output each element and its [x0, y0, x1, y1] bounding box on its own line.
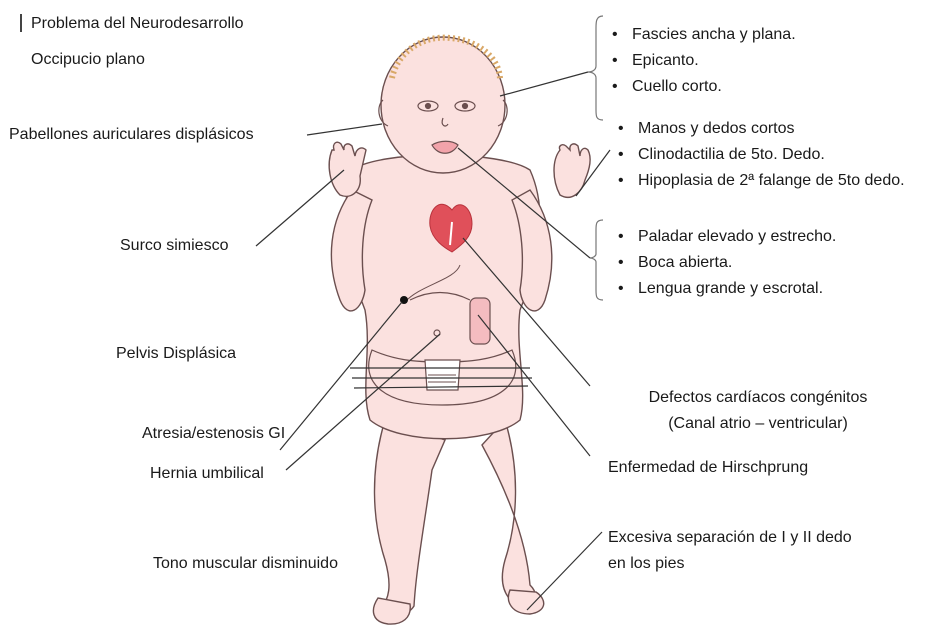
mouth-features-list: Paladar elevado y estrecho. Boca abierta… — [614, 224, 836, 302]
face-features-list: Fascies ancha y plana. Epicanto. Cuello … — [608, 22, 796, 100]
label-muscle-tone: Tono muscular disminuido — [153, 554, 338, 574]
mouth-feature-item: Boca abierta. — [614, 250, 836, 276]
hand-features-list: Manos y dedos cortos Clinodactilia de 5t… — [614, 116, 905, 194]
face-feature-item: Epicanto. — [608, 48, 796, 74]
mouth-feature-item: Lengua grande y escrotal. — [614, 276, 836, 302]
label-ears: Pabellones auriculares displásicos — [9, 125, 254, 145]
hand-feature-item: Clinodactilia de 5to. Dedo. — [614, 142, 905, 168]
label-cardiac-canal: (Canal atrio – ventricular) — [608, 414, 908, 434]
label-cardiac-defects: Defectos cardíacos congénitos — [608, 388, 908, 408]
mouth-feature-item: Paladar elevado y estrecho. — [614, 224, 836, 250]
label-occiput: Occipucio plano — [31, 50, 145, 70]
face-feature-item: Fascies ancha y plana. — [608, 22, 796, 48]
label-feet-separation-cont: en los pies — [608, 554, 685, 574]
label-feet-separation: Excesiva separación de I y II dedo — [608, 528, 852, 548]
label-hirschsprung: Enfermedad de Hirschprung — [608, 458, 808, 478]
hand-feature-item: Hipoplasia de 2ª falange de 5to dedo. — [614, 168, 905, 194]
diagram-title: Problema del Neurodesarrollo — [31, 14, 244, 34]
bracket-face — [588, 16, 603, 120]
baby-body — [329, 37, 590, 624]
hand-feature-item: Manos y dedos cortos — [614, 116, 905, 142]
label-simian-crease: Surco simiesco — [120, 236, 228, 256]
label-pelvis: Pelvis Displásica — [116, 344, 236, 364]
bracket-mouth — [590, 220, 603, 300]
label-gi-atresia: Atresia/estenosis GI — [142, 424, 285, 444]
face-feature-item: Cuello corto. — [608, 74, 796, 100]
label-umbilical-hernia: Hernia umbilical — [150, 464, 264, 484]
title-bar-mark — [20, 14, 22, 32]
